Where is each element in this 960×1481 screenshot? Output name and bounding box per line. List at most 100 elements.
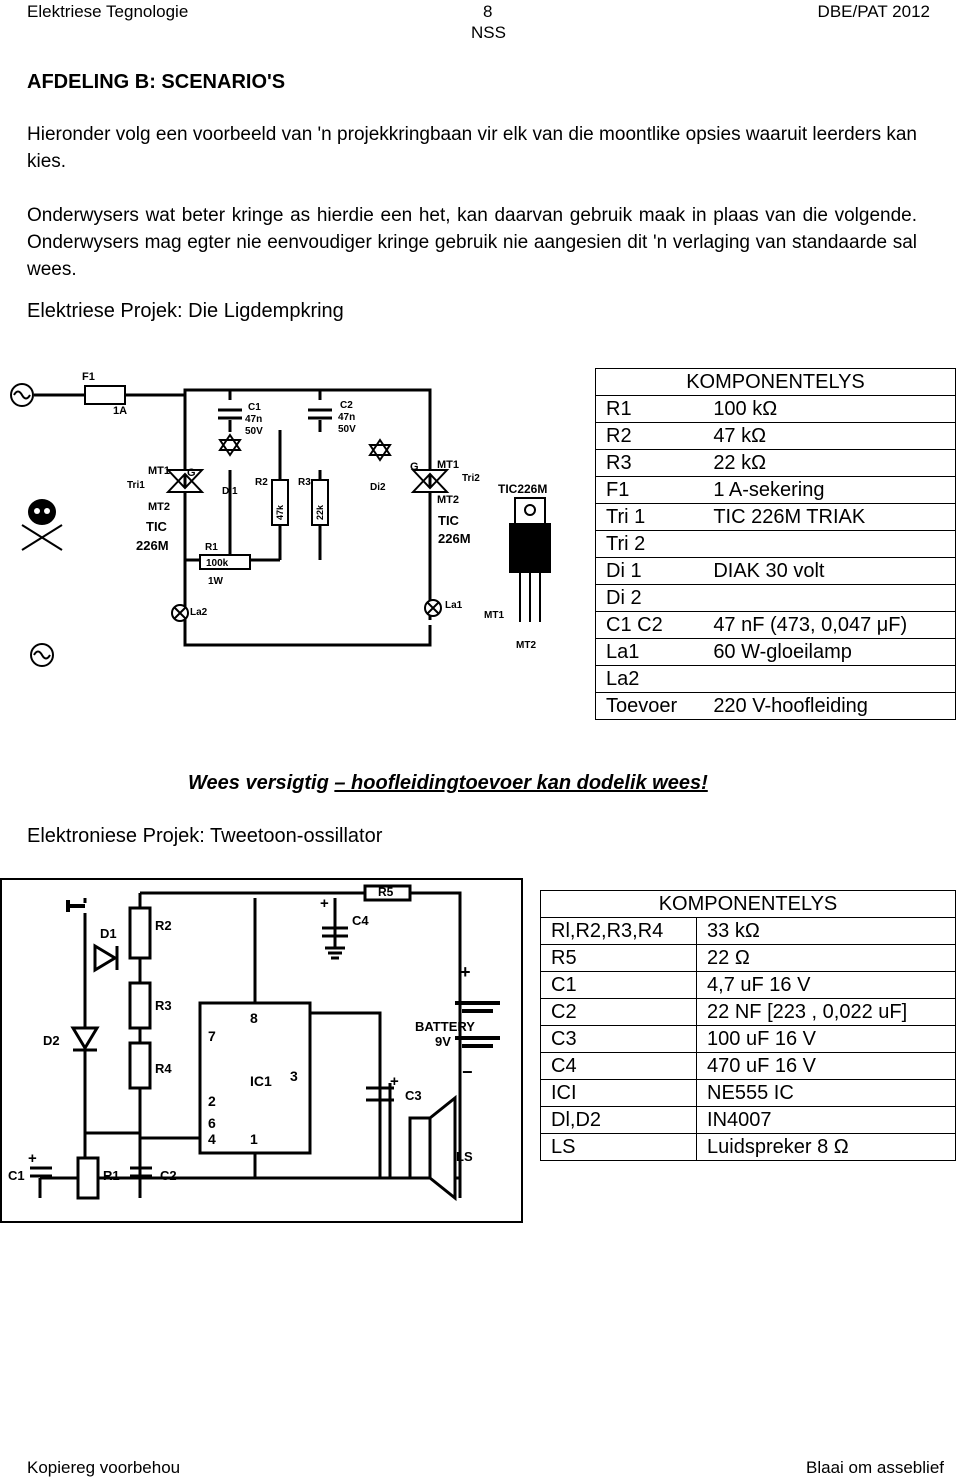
label-r1: R1 [205,542,218,553]
header-subject: Elektriese Tegnologie [27,2,189,21]
label-ic1: IC1 [250,1073,272,1089]
label-r2: R2 [255,477,268,488]
table2-heading: KOMPONENTELYS [540,890,956,918]
ac-source-bottom [30,643,54,667]
table2-value: 33 kΩ [696,917,956,945]
label-la2: La2 [190,607,208,618]
teacher-paragraph: Onderwysers wat beter kringe as hierdie … [27,205,917,280]
intro-paragraph: Hieronder volg een voorbeeld van 'n proj… [27,124,917,172]
table1-ref: Tri 2 [595,530,704,558]
fuse-f1 [84,385,126,405]
label-c1-v: 50V [245,426,263,437]
table1-ref: La2 [595,665,704,693]
resistor-r2 [128,906,152,960]
project2-title: Elektroniese Projek: Tweetoon-ossillator [27,825,383,847]
skull-warning-icon [21,499,63,551]
label-mt2-right: MT2 [437,494,459,506]
table1-heading: KOMPONENTELYS [595,368,956,396]
resistor-r3 [311,479,329,526]
capacitor-c3 [366,1086,394,1102]
header-code: DBE/PAT 2012 [817,2,930,21]
label-c3: C3 [405,1088,422,1103]
table1-value: 1 A-sekering [703,476,957,504]
label-d1: D1 [100,926,117,941]
label-pin3: 3 [290,1068,298,1084]
capacitor-c4 [322,926,348,960]
table2-ref: C2 [539,998,698,1026]
label-g-right: G [410,461,419,473]
warning-lead: Wees versigtig [188,772,335,794]
label-tri1: Tri1 [127,480,145,491]
tic226m-package-icon [509,497,551,622]
label-r1-val: 100k [206,558,229,569]
label-battery-plus: + [460,962,471,982]
footer-turn-over: Blaai om asseblief [806,1458,944,1477]
label-pin2: 2 [208,1093,216,1109]
table1-ref: Toevoer [595,692,704,720]
label-c2: C2 [340,400,353,411]
label-r2-val: 47k [275,504,285,520]
table1-ref: La1 [595,638,704,666]
header-page-number: 8 [483,2,493,21]
capacitor-c1 [30,1166,52,1178]
table2-ref: R5 [539,944,698,972]
label-tic-left: TIC [146,519,168,534]
switch-icon [66,900,85,912]
table2-value: 22 NF [223 , 0,022 uF] [696,998,956,1026]
label-di1: Di1 [222,486,238,497]
table2-value: 470 uF 16 V [696,1052,956,1080]
table1-ref: R1 [595,395,704,423]
diode-d2 [70,1026,100,1052]
table1-value [703,584,957,612]
label-la1: La1 [445,600,463,611]
table1-ref: C1 C2 [595,611,704,639]
table2-ref: LS [539,1133,698,1161]
label-c4: C4 [352,913,369,928]
diac-di1 [218,433,242,457]
table2-ref: Dl,D2 [539,1106,698,1134]
label-tic-right: TIC [438,513,460,528]
label-pin8: 8 [250,1010,258,1026]
footer-copyright: Kopiereg voorbehou [27,1458,181,1477]
label-ls: LS [456,1149,473,1164]
section-title: AFDELING B: SCENARIO'S [27,71,286,93]
label-battery-minus: − [462,1062,473,1082]
label-c4-plus: + [320,895,329,912]
label-c1: C1 [248,402,261,413]
label-r4: R4 [155,1061,172,1076]
label-c1: C1 [8,1168,25,1183]
dimmer-circuit-diagram: F1 1A C1 47n 50V C2 47n 50V MT1 G Tri1 M… [10,371,551,667]
label-battery: BATTERY [415,1019,475,1034]
table1-value [703,665,957,693]
triac-tri2 [410,469,450,493]
table1-value: TIC 226M TRIAK [703,503,957,531]
label-g-left: G [187,467,196,479]
triac-tri1 [165,469,205,493]
label-226m-right: 226M [438,531,471,546]
table1-ref: R3 [595,449,704,477]
label-pkg-mt2: MT2 [516,640,536,651]
resistor-r4 [128,1041,152,1090]
table2-ref: Rl,R2,R3,R4 [539,917,698,945]
diac-di2 [368,438,392,462]
label-mt1-left: MT1 [148,465,170,477]
table1-value: 47 nF (473, 0,047 μF) [703,611,957,639]
label-r3: R3 [298,477,311,488]
project1-title: Elektriese Projek: Die Ligdempkring [27,300,344,322]
ic1-chip [198,1001,312,1155]
table1-value: 60 W-gloeilamp [703,638,957,666]
table2-value: Luidspreker 8 Ω [696,1133,956,1161]
label-r3: R3 [155,998,172,1013]
label-226m-left: 226M [136,538,169,553]
label-c2: C2 [160,1168,177,1183]
table1-value: 22 kΩ [703,449,957,477]
table1-ref: Di 1 [595,557,704,585]
table2-value: 4,7 uF 16 V [696,971,956,999]
speaker-ls [408,1094,457,1202]
label-r5: R5 [378,885,394,899]
header-nss: NSS [471,23,506,42]
label-d2: D2 [43,1033,60,1048]
oscillator-circuit-diagram: R5 C4 + D1 R2 R3 R4 D2 8 7 IC1 3 2 6 4 1… [0,878,523,1223]
